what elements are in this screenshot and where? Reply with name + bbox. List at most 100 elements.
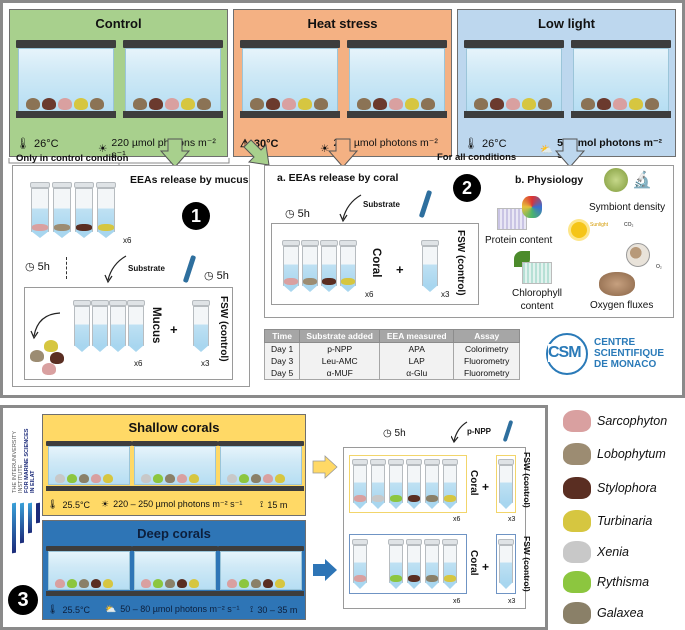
mucus-label: Mucus xyxy=(150,307,162,344)
microscope-icon: 🔬 xyxy=(632,172,652,189)
coral-count: x6 xyxy=(365,290,374,299)
coral-swatch xyxy=(563,602,591,624)
tube-with-coral xyxy=(320,240,338,292)
sunlight-label: Sunlight xyxy=(590,222,609,228)
deep-tube-group xyxy=(349,534,467,594)
chlorophyll-content-label: Chlorophyll content xyxy=(511,288,563,312)
condition-title: Heat stress xyxy=(307,16,378,31)
fsw-count: x3 xyxy=(441,290,450,299)
mucus-tube xyxy=(109,300,127,352)
depth-icon: ⟟ xyxy=(250,604,254,614)
fsw-count: x3 xyxy=(201,359,210,368)
aquarium-tank xyxy=(571,40,671,118)
aquarium-tank xyxy=(218,546,304,596)
temperature-readout: 🌡25.5°C xyxy=(47,604,91,615)
table-header: Assay xyxy=(453,329,521,343)
aquarium-tank xyxy=(218,441,304,491)
warning-icon: ⚠ xyxy=(240,138,250,150)
tube-with-coral xyxy=(352,459,368,509)
temperature-readout: 🌡25.5°C xyxy=(47,499,91,510)
protein-plate-icon xyxy=(497,208,527,230)
deep-corals-title: Deep corals xyxy=(137,526,211,541)
fsw-tube xyxy=(498,539,514,589)
tube-with-coral xyxy=(52,182,72,238)
tube-with-coral xyxy=(424,459,440,509)
tube-count: x6 xyxy=(123,236,132,245)
tube-with-coral xyxy=(301,240,319,292)
substrate-label: p-NPP xyxy=(467,427,491,436)
section-1-title: EEAs release by mucus xyxy=(130,174,249,186)
legend-item-rythisma: Rythisma xyxy=(563,571,649,593)
fsw-control-label: FSW (control) xyxy=(218,296,229,362)
csm-logo-line3: DE MONACO xyxy=(594,359,657,370)
deep-fsw-group xyxy=(496,534,516,594)
mucus-tube xyxy=(73,300,91,352)
shallow-corals-title: Shallow corals xyxy=(128,420,220,435)
csm-logo-line1: CENTRE xyxy=(594,337,636,348)
clock-icon: ◷ xyxy=(25,261,35,273)
all-conditions-label: For all conditions xyxy=(437,152,517,163)
curved-arrow-icon xyxy=(104,255,127,284)
sun-icon xyxy=(571,222,587,238)
fsw-count: x3 xyxy=(508,516,516,523)
section-2b-title: b. Physiology xyxy=(515,174,584,186)
tube-with-coral xyxy=(352,539,368,589)
only-control-label: Only in control condition xyxy=(16,153,129,164)
protein-structure-icon xyxy=(522,196,542,218)
aquarium-tank xyxy=(240,40,340,118)
clock-icon: ◷ xyxy=(204,270,214,282)
coral-label: Coral xyxy=(370,248,382,278)
tube-with-coral xyxy=(388,539,404,589)
arrow-down-blue xyxy=(555,138,585,168)
coral-fragments xyxy=(30,340,65,375)
arrow-right-yellow xyxy=(312,455,338,479)
step-number-1: 1 xyxy=(182,202,210,230)
tube-with-coral xyxy=(406,539,422,589)
incubation-time: ◷ 5h xyxy=(285,208,310,220)
light-readout: ☀220 – 250 µmol photons m⁻² s⁻¹ xyxy=(101,499,243,509)
oxygen-fluxes-label: Oxygen fluxes xyxy=(590,300,654,311)
step-number-2: 2 xyxy=(453,174,481,202)
tube-with-coral xyxy=(406,459,422,509)
incubation-time-2: ◷ 5h xyxy=(204,270,229,282)
shallow-tube-group xyxy=(349,455,467,513)
thermometer-icon: 🌡 xyxy=(464,138,478,150)
plus-sign: + xyxy=(396,262,404,277)
incubation-time: ◷ 5h xyxy=(25,261,50,273)
chlorophyll-plate-icon xyxy=(522,262,552,284)
tube-with-coral xyxy=(30,182,50,238)
table-header: EEA measured xyxy=(379,329,455,343)
tube-with-coral xyxy=(74,182,94,238)
tube-with-coral xyxy=(339,240,357,292)
coral-label: Coral xyxy=(468,550,479,576)
temperature-readout: ⚠30°C xyxy=(240,137,279,151)
symbiont-zoom-icon xyxy=(626,243,650,267)
sun-icon: ☀ xyxy=(98,143,108,155)
tube-with-coral xyxy=(388,459,404,509)
co2-label: CO₂ xyxy=(624,222,634,228)
depth-readout: ⟟15 m xyxy=(260,499,288,510)
o2-label: O₂ xyxy=(656,264,662,270)
table-header: Substrate added xyxy=(299,329,381,343)
fsw-tube xyxy=(421,240,439,292)
arrow-diagonal-green xyxy=(243,139,270,166)
coral-swatch xyxy=(563,510,591,532)
substrate-label: Substrate xyxy=(363,200,400,209)
plus-sign: + xyxy=(482,560,490,574)
coral-colony-icon xyxy=(599,272,635,296)
fsw-control-label: FSW (control) xyxy=(522,536,532,592)
section-2a-title: a. EEAs release by coral xyxy=(277,172,399,184)
aquarium-tank xyxy=(123,40,223,118)
deep-corals-panel: Deep corals 🌡25.5°C ⛅50 – 80 µmol photon… xyxy=(42,520,306,620)
step-number-3: 3 xyxy=(8,585,38,615)
depth-readout: ⟟30 – 35 m xyxy=(250,604,298,615)
mucus-tube xyxy=(127,300,145,352)
aquarium-tank xyxy=(46,441,132,491)
curved-arrow-icon xyxy=(30,312,61,340)
temperature-readout: 🌡26°C xyxy=(16,137,59,151)
arrow-down-orange xyxy=(328,138,358,168)
light-readout: ⛅50 – 80 µmol photons m⁻² s⁻¹ xyxy=(105,604,240,614)
